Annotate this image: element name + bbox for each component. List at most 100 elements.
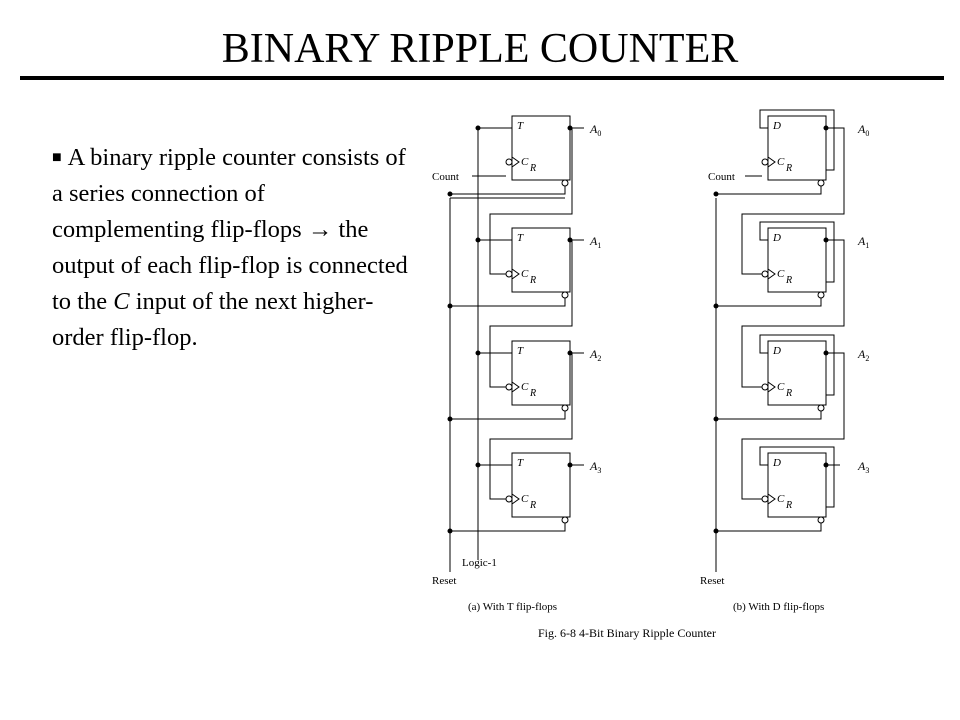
reset-label-b: Reset (700, 575, 724, 587)
output-label-a1: A1 (589, 234, 601, 250)
reset-bubble-icon (561, 516, 569, 524)
ff-reset-label-a-2: R (529, 388, 536, 399)
ripple-wire (741, 239, 845, 388)
junction-dot (823, 237, 829, 243)
junction-dot (475, 237, 481, 243)
ff-reset-label-b-0: R (785, 163, 792, 174)
junction-dot (823, 125, 829, 131)
flip-flop-a-3 (511, 452, 571, 518)
logic1-label: Logic-1 (462, 557, 497, 569)
ff-clock-label-b-2: C (777, 381, 785, 393)
count-label-b: Count (708, 171, 735, 183)
ff-reset-label-a-3: R (529, 500, 536, 511)
junction-dot (447, 416, 453, 422)
output-label-b3: A3 (857, 459, 869, 475)
junction-dot (475, 462, 481, 468)
clock-bubble-icon (505, 383, 513, 391)
d-feedback-wire (759, 446, 835, 508)
sublabel-a: (a) With T flip-flops (468, 601, 557, 613)
junction-dot (447, 191, 453, 197)
flip-flop-b-0 (767, 115, 827, 181)
reset-label-a: Reset (432, 575, 456, 587)
reset-bubble-icon (817, 291, 825, 299)
ripple-wire (741, 352, 845, 500)
ff-clock-label-a-3: C (521, 493, 529, 505)
ff-reset-label-b-3: R (785, 500, 792, 511)
reset-bubble-icon (561, 291, 569, 299)
flip-flop-b-3 (767, 452, 827, 518)
reset-bubble-icon (817, 179, 825, 187)
clock-bubble-icon (761, 495, 769, 503)
clock-triangle-icon (767, 156, 776, 168)
ripple-wire (489, 352, 573, 500)
bullet-text-part1: A binary ripple counter consists of a se… (52, 144, 406, 243)
figure-caption: Fig. 6-8 4-Bit Binary Ripple Counter (538, 626, 716, 640)
junction-dot (475, 350, 481, 356)
reset-wire (716, 295, 822, 307)
d-feedback-wire (759, 109, 835, 171)
ripple-wire (741, 127, 845, 275)
ff-clock-label-a-1: C (521, 268, 529, 280)
bullet-point: ■A binary ripple counter consists of a s… (52, 140, 412, 356)
junction-dot (713, 416, 719, 422)
flip-flop-a-2 (511, 340, 571, 406)
junction-dot (823, 462, 829, 468)
ff-reset-label-b-2: R (785, 388, 792, 399)
ripple-wire (489, 127, 573, 275)
junction-dot (713, 303, 719, 309)
d-feedback-wire (759, 334, 835, 396)
junction-dot (713, 191, 719, 197)
reset-wire (716, 183, 822, 195)
reset-wire (450, 408, 566, 420)
junction-dot (447, 303, 453, 309)
ripple-wire (489, 239, 573, 388)
count-label-a: Count (432, 171, 459, 183)
clock-triangle-icon (511, 268, 520, 280)
ff-input-label-b-3: D (772, 457, 781, 469)
flip-flop-a-1 (511, 227, 571, 293)
junction-dot (567, 350, 573, 356)
junction-dot (713, 528, 719, 534)
clock-triangle-icon (767, 381, 776, 393)
bullet-text-c-italic: C (113, 288, 130, 315)
output-label-a3: A3 (589, 459, 601, 475)
junction-dot (567, 125, 573, 131)
junction-dot (447, 528, 453, 534)
ff-clock-label-b-1: C (777, 268, 785, 280)
reset-wire (450, 295, 566, 307)
bullet-text-part3: input of the next higher-order flip-flop… (52, 288, 374, 351)
reset-bubble-icon (817, 404, 825, 412)
ff-input-label-a-3: T (517, 457, 524, 469)
output-label-b2: A2 (857, 347, 869, 363)
clock-bubble-icon (761, 383, 769, 391)
reset-bubble-icon (561, 179, 569, 187)
slide-title: BINARY RIPPLE COUNTER (221, 26, 739, 72)
reset-wire (450, 183, 566, 195)
output-label-b1: A1 (857, 234, 869, 250)
bullet-square-icon: ■ (52, 149, 62, 166)
output-label-b0: A0 (857, 122, 869, 138)
clock-triangle-icon (511, 156, 520, 168)
flip-flop-b-2 (767, 340, 827, 406)
ff-input-label-b-1: D (772, 232, 781, 244)
clock-bubble-icon (505, 270, 513, 278)
junction-dot (475, 125, 481, 131)
clock-bubble-icon (505, 495, 513, 503)
ff-input-label-a-2: T (517, 345, 524, 357)
flip-flop-b-1 (767, 227, 827, 293)
sublabel-b: (b) With D flip-flops (733, 601, 824, 613)
title-underline (20, 76, 944, 80)
clock-bubble-icon (505, 158, 513, 166)
clock-triangle-icon (767, 493, 776, 505)
ff-clock-label-b-0: C (777, 156, 785, 168)
reset-bubble-icon (561, 404, 569, 412)
arrow-icon: → (307, 216, 333, 243)
d-feedback-wire (759, 221, 835, 283)
ff-input-label-a-1: T (517, 232, 524, 244)
ff-reset-label-a-1: R (529, 275, 536, 286)
reset-wire (450, 520, 566, 532)
ff-clock-label-b-3: C (777, 493, 785, 505)
ff-input-label-b-0: D (772, 120, 781, 132)
output-label-a0: A0 (589, 122, 601, 138)
